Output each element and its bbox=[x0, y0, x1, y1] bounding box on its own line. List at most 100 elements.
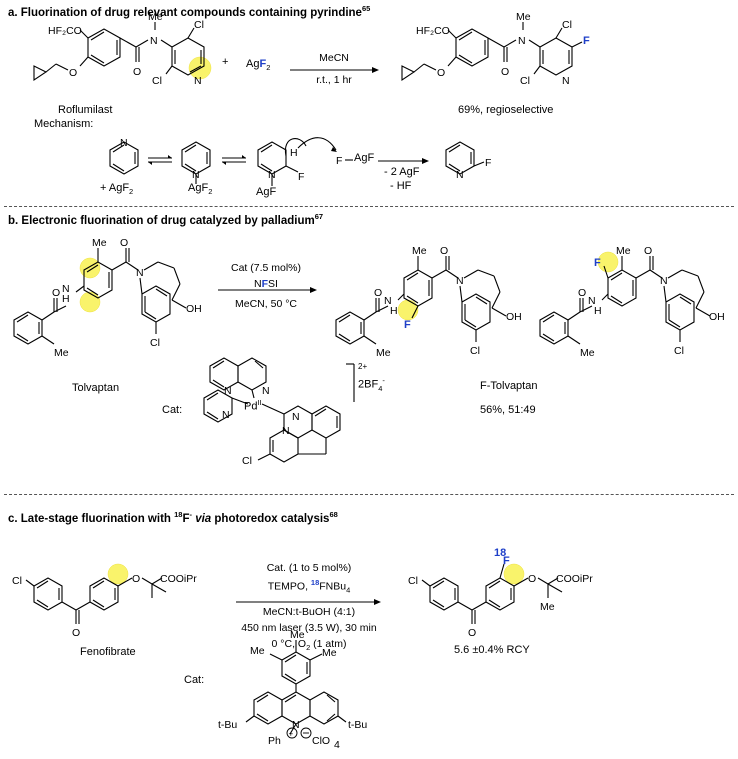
section-a-title: a. Fluorination of drug relevant compoun… bbox=[8, 4, 371, 19]
atom-me2-p1: Me bbox=[376, 347, 391, 359]
atom-oh-b: OH bbox=[186, 303, 202, 315]
highlight-site-b4 bbox=[597, 251, 619, 273]
atom-o-c1: O bbox=[72, 627, 80, 639]
atom-nh-p1: N bbox=[384, 295, 392, 307]
reagent-agf2: + bbox=[222, 56, 229, 68]
atom-n-cat: N bbox=[292, 719, 300, 731]
atom-f-cp: F bbox=[503, 555, 510, 567]
fenofibrate-18f-product bbox=[421, 563, 563, 624]
product-yield-b: 56%, 51:49 bbox=[480, 404, 536, 416]
product-yield-c: 5.6 ±0.4% RCY bbox=[454, 644, 530, 656]
atom-h-m3: H bbox=[290, 147, 298, 159]
mechanism-agf2: AgF2 bbox=[188, 182, 213, 197]
atom-h-p2: H bbox=[594, 305, 602, 317]
atom-f-p1: F bbox=[404, 319, 411, 331]
catalyst-pd-b: PdII bbox=[244, 398, 262, 413]
atom-f-m3: F bbox=[298, 171, 304, 183]
highlight-site-b2 bbox=[79, 291, 101, 313]
atom-n-cat4: N bbox=[292, 411, 300, 423]
condition-temp-a: r.t., 1 hr bbox=[316, 74, 352, 86]
substrate-name-b: Tolvaptan bbox=[72, 382, 120, 394]
atom-hf2co-a: HF₂CO bbox=[48, 25, 82, 37]
atom-cl-cp: Cl bbox=[408, 575, 418, 587]
atom-cl-b: Cl bbox=[150, 337, 160, 349]
highlight-site-c bbox=[107, 563, 129, 585]
condition-solvent-b: MeCN, 50 °C bbox=[235, 298, 297, 310]
condition-solvent-c: MeCN:t-BuOH (4:1) bbox=[262, 606, 356, 618]
f-tolvaptan-product-1 bbox=[335, 256, 507, 345]
atom-h-p1: H bbox=[390, 305, 398, 317]
atom-f-agf-m3: F bbox=[336, 155, 342, 167]
atom-cooipr-c: COOiPr bbox=[160, 573, 197, 585]
atom-tbu-cat2: t-Bu bbox=[348, 719, 367, 731]
mechanism-product-2-fluoropyridine bbox=[445, 141, 485, 175]
condition-nfsi-b: NFSI bbox=[254, 278, 278, 290]
highlight-site-c2 bbox=[503, 563, 525, 585]
atom-o-cp2: O bbox=[528, 573, 536, 585]
atom-n-m2: N bbox=[192, 169, 200, 181]
atom-hf2co-p: HF₂CO bbox=[416, 25, 450, 37]
section-c-title: c. Late-stage fluorination with 18F- via… bbox=[8, 510, 338, 525]
substrate-name-a: Roflumilast bbox=[58, 104, 113, 116]
condition-laser-c: 450 nm laser (3.5 W), 30 min bbox=[241, 622, 377, 634]
atom-n-m3: N bbox=[268, 169, 276, 181]
mechanism-pyridine-1 bbox=[109, 141, 139, 175]
atom-me-p1: Me bbox=[412, 245, 427, 257]
mechanism-agf-leaving: AgF bbox=[354, 152, 375, 164]
highlight-site-b1 bbox=[79, 257, 101, 279]
atom-n-cat1: N bbox=[224, 385, 232, 397]
atom-cl2-p: Cl bbox=[520, 75, 530, 87]
atom-cl2-a: Cl bbox=[152, 75, 162, 87]
atom-oh-p1: OH bbox=[506, 311, 522, 323]
atom-o-p2b: O bbox=[644, 245, 652, 257]
product-yield-a: 69%, regioselective bbox=[458, 104, 554, 116]
product-name-b: F-Tolvaptan bbox=[480, 380, 538, 392]
svg-text:+: + bbox=[289, 730, 294, 739]
atom-n-cat3: N bbox=[222, 409, 230, 421]
atom-oh-p2: OH bbox=[709, 311, 725, 323]
atom-cl-p: Cl bbox=[562, 19, 572, 31]
atom-o-b1: O bbox=[52, 287, 60, 299]
atom-o-b2: O bbox=[120, 237, 128, 249]
atom-me-cat1: Me bbox=[290, 629, 305, 641]
atom-me-p2: Me bbox=[616, 245, 631, 257]
atom-clo4-cat: ClO bbox=[312, 735, 330, 747]
atom-f-m4: F bbox=[485, 157, 491, 169]
mechanism-sigma-complex bbox=[257, 137, 353, 186]
mechanism-reagent: + AgF2 bbox=[100, 182, 134, 197]
atom-o-p2a: O bbox=[578, 287, 586, 299]
atom-me2-p2: Me bbox=[580, 347, 595, 359]
atom-o-a: O bbox=[69, 67, 77, 79]
section-divider-2 bbox=[4, 494, 734, 495]
atom-cooipr-cp: COOiPr bbox=[556, 573, 593, 585]
atom-n-a: N bbox=[150, 35, 158, 47]
acridinium-catalyst-structure bbox=[245, 640, 347, 735]
substrate-name-c: Fenofibrate bbox=[80, 646, 136, 658]
condition-tempo-c: TEMPO, 18FNBu4 bbox=[267, 578, 351, 595]
roflumilast-f-product bbox=[401, 22, 583, 82]
atom-n-m4: N bbox=[456, 169, 464, 181]
atom-me-b: Me bbox=[92, 237, 107, 249]
atom-me-cp: Me bbox=[540, 601, 555, 613]
atom-npy-p: N bbox=[562, 75, 570, 87]
condition-catalyst-c: Cat. (1 to 5 mol%) bbox=[266, 562, 352, 574]
catalyst-charge-b: 2+ bbox=[358, 362, 368, 371]
catalyst-label-b: Cat: bbox=[162, 404, 183, 416]
atom-n-b1: N bbox=[62, 283, 70, 295]
atom-me-cat2: Me bbox=[250, 645, 265, 657]
atom-npy-a: N bbox=[194, 75, 202, 87]
atom-n-cat2: N bbox=[262, 385, 270, 397]
section-b-title: b. Electronic fluorination of drug catal… bbox=[8, 212, 324, 227]
condition-temp-c: 0 °C, O2 (1 atm) bbox=[271, 638, 347, 653]
atom-clo4-sub: 4 bbox=[334, 739, 340, 751]
atom-o-p1a: O bbox=[374, 287, 382, 299]
tolvaptan-structure bbox=[13, 248, 187, 345]
atom-cl-a: Cl bbox=[194, 19, 204, 31]
condition-solvent-a: MeCN bbox=[319, 52, 349, 64]
atom-o-p1b: O bbox=[440, 245, 448, 257]
atom-f-p2: F bbox=[594, 257, 601, 269]
atom-cl-cat: Cl bbox=[242, 455, 252, 467]
highlight-site-b3 bbox=[397, 299, 419, 321]
atom-n-cat5: N bbox=[282, 425, 290, 437]
atom-cl-p2: Cl bbox=[674, 345, 684, 357]
